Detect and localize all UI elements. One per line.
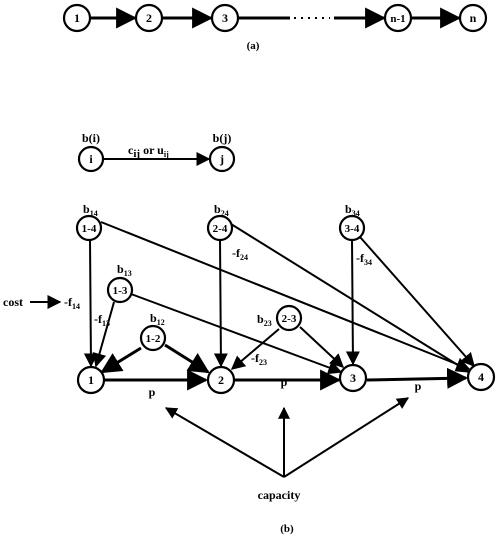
node-a-n: n — [458, 3, 488, 33]
supply-b14: b14 — [83, 202, 98, 218]
node-a-2-label: 2 — [146, 11, 152, 25]
legend-arc-c: c — [128, 143, 134, 157]
legend-node-i-label: i — [89, 152, 93, 166]
node-period-3: 3 — [338, 363, 368, 393]
node-a-3-label: 3 — [222, 11, 228, 25]
node-2-4-label: 2-4 — [213, 223, 228, 235]
node-period-2-label: 2 — [218, 373, 224, 387]
node-1-3-label: 1-3 — [113, 285, 128, 297]
cost-label: cost — [3, 295, 23, 309]
cost-f24: -f24 — [232, 246, 248, 262]
capacity-label: capacity — [258, 488, 301, 502]
node-period-1-label: 1 — [88, 373, 94, 387]
arc-13-to-3 — [130, 293, 343, 375]
arc-23-to-2 — [230, 328, 280, 370]
arc-14-to-1 — [83, 239, 98, 368]
node-period-4: 4 — [466, 362, 496, 392]
node-period-2: 2 — [206, 365, 236, 395]
legend-supply-i: b(i) — [82, 131, 100, 145]
node-2-4: 2-4 — [206, 214, 234, 242]
supply-b12: b12 — [150, 311, 165, 327]
node-1-3: 1-3 — [106, 276, 134, 304]
legend-arc-u-sub: ij — [164, 150, 169, 159]
p-label-3-4: p — [415, 379, 422, 393]
cost-f23: -f23 — [251, 351, 267, 367]
legend-arc-label: cij or uij — [128, 143, 169, 160]
supply-b24: b24 — [214, 202, 229, 218]
node-a-n-minus-1-label: n-1 — [390, 13, 405, 25]
node-period-3-label: 3 — [350, 371, 356, 385]
supply-b13: b13 — [117, 262, 132, 278]
arc-13-to-1 — [92, 301, 115, 368]
node-a-n-minus-1: n-1 — [383, 3, 413, 33]
legend: i j b(i) b(j) cij or uij — [77, 131, 236, 173]
legend-arc-or-u: or u — [140, 143, 164, 157]
cost-f34: -f34 — [356, 251, 372, 267]
capacity-arrow-left — [164, 407, 285, 478]
arc-34-to-4 — [359, 236, 475, 368]
supply-b34: b34 — [345, 202, 360, 218]
node-1-2-label: 1-2 — [146, 333, 161, 345]
node-3-4-label: 3-4 — [345, 223, 360, 235]
arc-12-to-2 — [164, 343, 210, 374]
node-2-3-label: 2-3 — [282, 313, 297, 325]
node-a-3: 3 — [210, 3, 240, 33]
node-1-4: 1-4 — [75, 214, 103, 242]
node-a-1: 1 — [62, 3, 92, 33]
arc-12-to-1 — [100, 346, 142, 374]
arc-14-to-4 — [100, 221, 471, 371]
capacity-arrow-right — [283, 397, 410, 478]
legend-supply-j: b(j) — [213, 131, 232, 145]
panel-b: 1-4 2-4 3-4 1-3 2-3 1-2 1 2 — [3, 202, 496, 535]
arc-24-to-2 — [213, 239, 228, 368]
panel-a: 1 2 3 n-1 n (a) — [62, 3, 488, 52]
caption-a: (a) — [247, 40, 260, 52]
node-2-3: 2-3 — [275, 304, 303, 332]
legend-node-j: j — [208, 145, 236, 173]
node-1-2: 1-2 — [139, 324, 167, 352]
legend-arc-c-sub: ij — [133, 148, 140, 160]
arc-p-3-4 — [366, 367, 469, 389]
node-a-2: 2 — [134, 3, 164, 33]
legend-node-j-label: j — [219, 152, 224, 166]
arc-23-to-3 — [299, 326, 345, 368]
caption-b: (b) — [280, 523, 294, 535]
node-a-1-label: 1 — [74, 11, 80, 25]
node-1-4-label: 1-4 — [82, 223, 97, 235]
p-label-2-3: p — [281, 375, 288, 389]
cost-f14: -f14 — [64, 295, 80, 311]
node-period-4-label: 4 — [478, 370, 484, 384]
p-label-1-2: p — [149, 385, 156, 399]
arc-34-to-3 — [345, 239, 360, 366]
node-3-4: 3-4 — [338, 214, 366, 242]
node-period-1: 1 — [76, 365, 106, 395]
arc-24-to-4 — [230, 223, 471, 373]
legend-node-i: i — [77, 145, 105, 173]
cost-f13: -f13 — [94, 312, 110, 328]
node-a-n-label: n — [470, 11, 477, 25]
supply-b23: b23 — [257, 312, 272, 328]
